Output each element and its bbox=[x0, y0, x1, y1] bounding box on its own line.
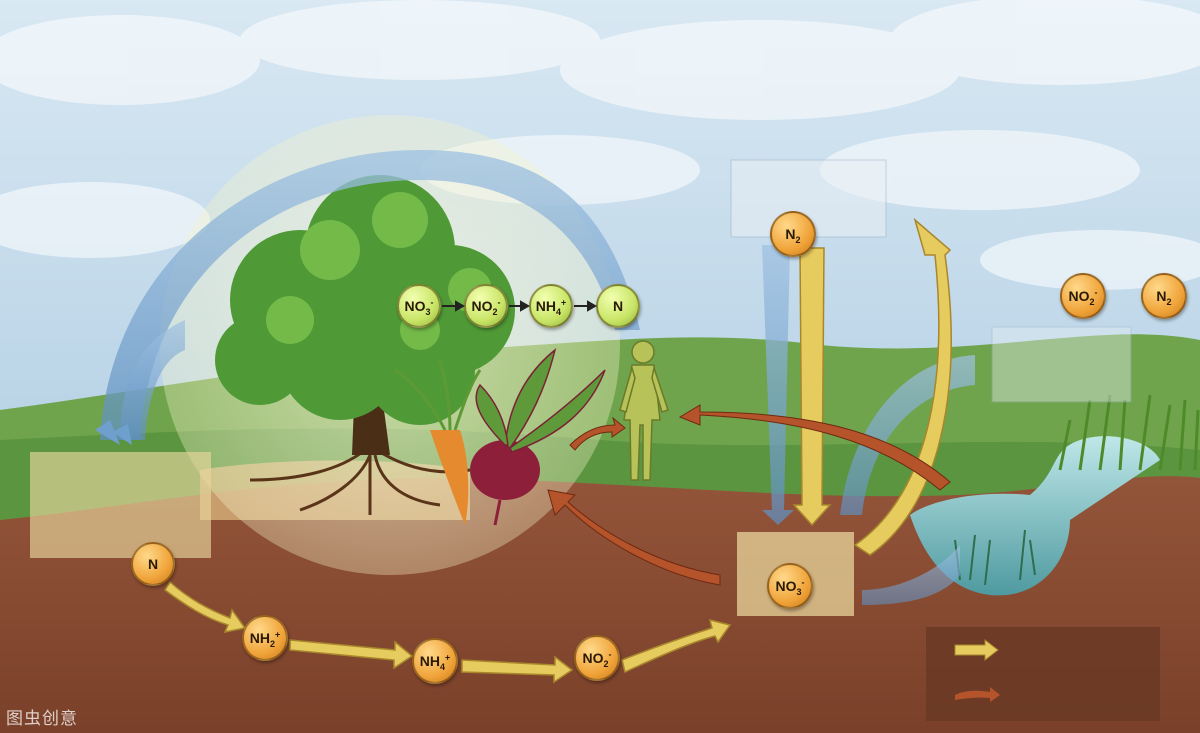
legend-panel bbox=[926, 627, 1160, 721]
carrot bbox=[430, 430, 469, 525]
node-soil-nh4: NH4+ bbox=[412, 638, 458, 684]
human-figure bbox=[619, 340, 669, 481]
node-sky-n2: N2 bbox=[770, 211, 816, 257]
blue-runoff-arrow bbox=[862, 545, 960, 605]
node-air-no2: NO2- bbox=[1060, 273, 1106, 319]
legend-red-arrow bbox=[955, 687, 1000, 702]
label-panel-right bbox=[991, 326, 1132, 403]
node-soil-n: N bbox=[131, 542, 175, 586]
node-plant-n: N bbox=[596, 284, 640, 328]
beet bbox=[470, 440, 540, 500]
blue-small-arrow-left bbox=[120, 320, 185, 440]
blue-arc-arrow bbox=[100, 150, 640, 440]
legend-yellow-arrow bbox=[954, 638, 999, 662]
node-soil-nh2: NH2+ bbox=[242, 615, 288, 661]
watermark: 图虫创意 bbox=[6, 709, 78, 729]
node-plant-no3: NO3- bbox=[397, 284, 441, 328]
soil-chain-arrows bbox=[163, 580, 732, 684]
node-soil-no2: NO2- bbox=[574, 635, 620, 681]
uptake-arrows bbox=[547, 404, 951, 586]
grass-tuft bbox=[1058, 394, 1200, 471]
label-panel-left bbox=[30, 452, 211, 558]
blue-down-arrow bbox=[762, 245, 794, 525]
node-air-n2: N2 bbox=[1141, 273, 1187, 319]
node-soil-no3: NO3- bbox=[767, 563, 813, 609]
tree-roots bbox=[249, 448, 471, 515]
yellow-fixation-arrow bbox=[792, 247, 832, 527]
